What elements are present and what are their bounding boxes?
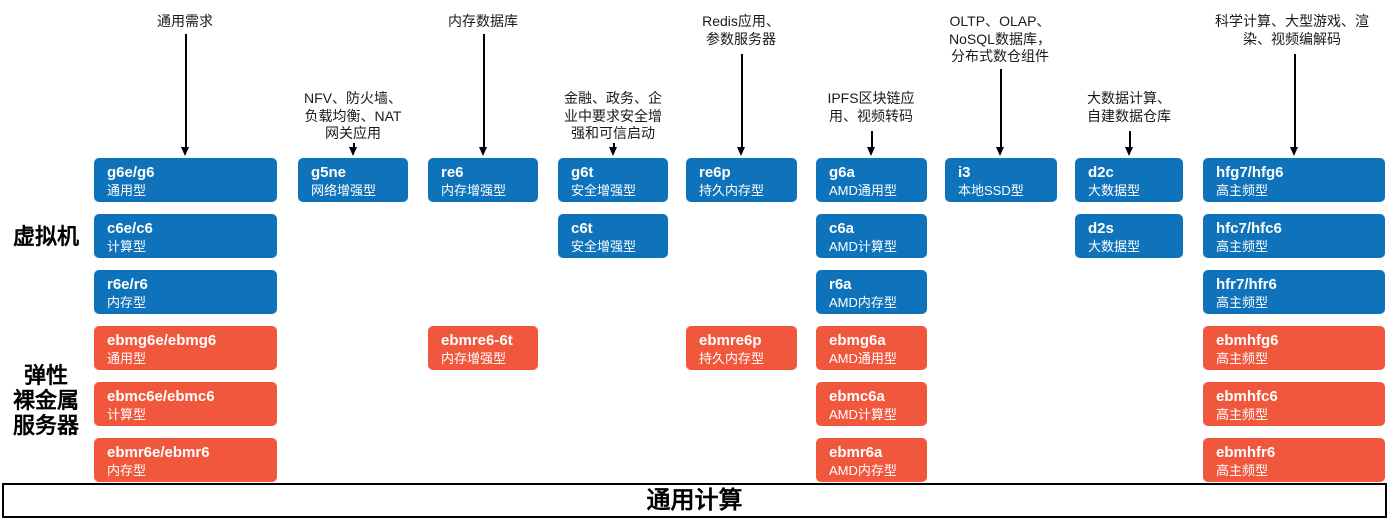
annotation-nfv-firewall: NFV、防火墙、 负载均衡、NAT 网关应用 (304, 90, 402, 141)
down-arrow-icon (349, 143, 358, 156)
annotation-inmemory-db: 内存数据库 (448, 13, 518, 29)
down-arrow-icon (181, 34, 190, 156)
down-arrow-icon (996, 69, 1005, 156)
annotation-hpc-gaming: 科学计算、大型游戏、渲 染、视频编解码 (1215, 13, 1369, 47)
annotation-ipfs-transcode: IPFS区块链应 用、视频转码 (827, 90, 915, 124)
category-bar: 通用计算 (2, 483, 1387, 518)
annotation-oltp-olap: OLTP、OLAP、 NoSQL数据库， 分布式数仓组件 (949, 13, 1051, 64)
down-arrow-icon (479, 34, 488, 156)
down-arrow-icon (867, 131, 876, 156)
down-arrow-icon (1290, 54, 1299, 156)
down-arrow-icon (737, 54, 746, 156)
group-label-virtual-machine: 虚拟机 (12, 224, 79, 249)
category-title: 通用计算 (646, 487, 743, 514)
group-label-bare-metal: 弹性 裸金属 服务器 (12, 363, 79, 438)
annotation-redis-param-server: Redis应用、 参数服务器 (702, 13, 780, 47)
annotation-bigdata: 大数据计算、 自建数据仓库 (1087, 90, 1171, 124)
annotation-general-demand: 通用需求 (157, 13, 213, 29)
annotation-security-trusted: 金融、政务、企 业中要求安全增 强和可信启动 (564, 90, 662, 141)
down-arrow-icon (1125, 131, 1134, 156)
down-arrow-icon (609, 143, 618, 156)
